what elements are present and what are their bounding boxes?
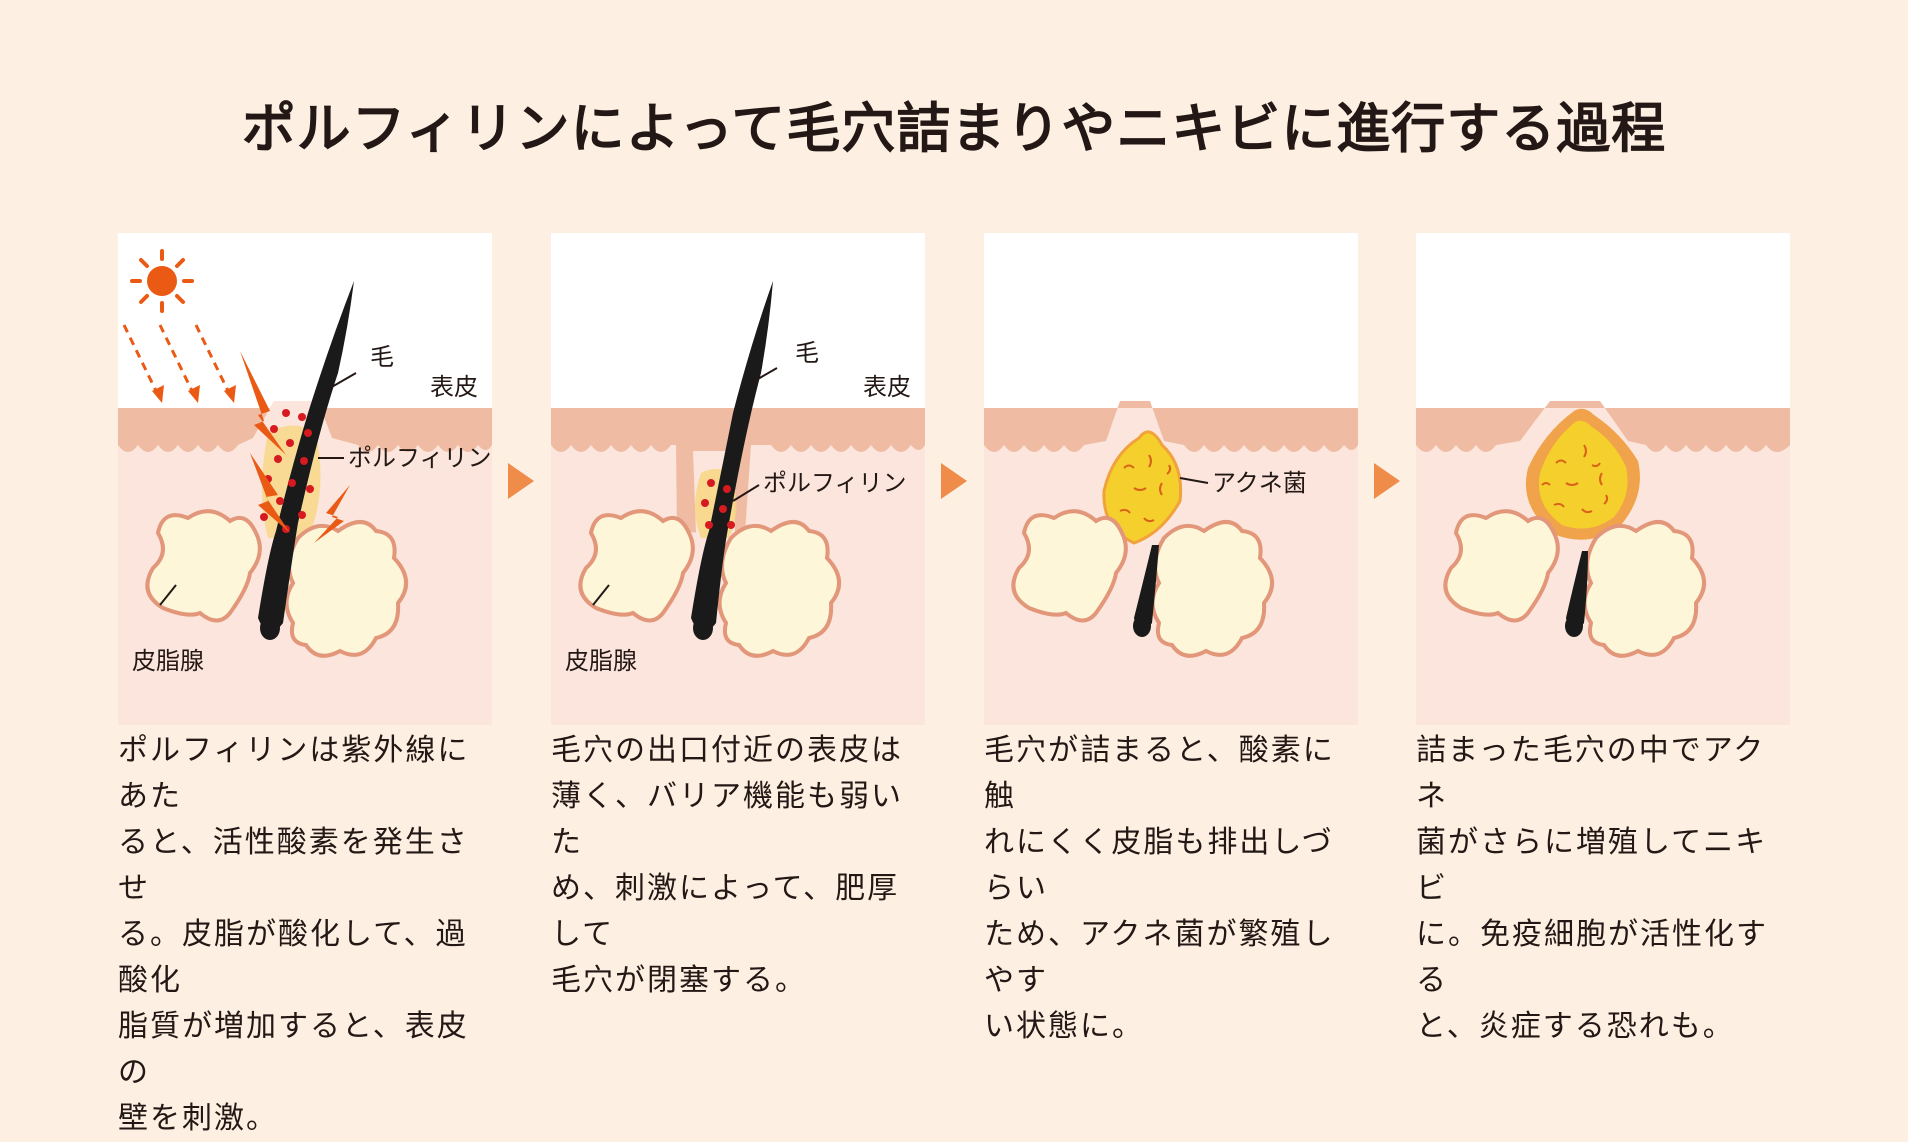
stage-3-illustration: アクネ菌 bbox=[984, 401, 1358, 725]
page-title: ポルフィリンによって毛穴詰まりやニキビに進行する過程 bbox=[241, 97, 1667, 160]
stage-2-caption: 毛穴の出口付近の表皮は 薄く、バリア機能も弱いた め、刺激によって、肥厚して 毛… bbox=[551, 733, 903, 998]
porphyrin-label: ポルフィリン bbox=[348, 444, 492, 472]
leader-lines bbox=[592, 367, 778, 606]
step-arrow-icon bbox=[941, 463, 967, 499]
sebaceous-gland-left bbox=[1443, 509, 1560, 623]
uv-arrowheads bbox=[152, 385, 236, 403]
stage-1-panel: 毛 表皮 ポルフィリン 皮脂腺 bbox=[118, 233, 492, 725]
sebaceous-gland-right bbox=[1150, 520, 1274, 658]
epidermis-layer bbox=[118, 401, 492, 452]
leader-line bbox=[1179, 477, 1209, 484]
acne-colony bbox=[1102, 430, 1183, 545]
sebaceous-gland-right bbox=[717, 520, 841, 658]
hair-label: 毛 bbox=[370, 343, 394, 371]
stage-2-panel: 毛 表皮 ポルフィリン 皮脂腺 bbox=[551, 233, 925, 725]
hair-root bbox=[260, 616, 280, 640]
sebaceous-gland-label: 皮脂腺 bbox=[132, 647, 204, 675]
sebaceous-gland-left bbox=[145, 509, 262, 623]
hair bbox=[1134, 545, 1159, 631]
hair bbox=[691, 281, 773, 632]
sebaceous-gland-left bbox=[1011, 509, 1128, 623]
leader-lines bbox=[159, 372, 357, 606]
stage-4-illustration bbox=[1416, 401, 1790, 725]
stage-4-panel bbox=[1416, 233, 1790, 725]
uv-rays bbox=[122, 324, 232, 396]
sebaceous-gland-right bbox=[1582, 520, 1706, 658]
hair-root bbox=[693, 616, 713, 640]
epidermis-label: 表皮 bbox=[863, 373, 911, 401]
epidermis-label: 表皮 bbox=[430, 373, 478, 401]
stage-3-caption: 毛穴が詰まると、酸素に触 れにくく皮脂も排出しづらい ため、アクネ菌が繁殖しやす… bbox=[984, 733, 1335, 1044]
stage-2-illustration: 毛 表皮 ポルフィリン 皮脂腺 bbox=[551, 281, 925, 725]
sun-icon bbox=[130, 249, 194, 313]
sebaceous-gland-left bbox=[578, 509, 695, 623]
hair-label: 毛 bbox=[795, 339, 819, 367]
porphyrin-label: ポルフィリン bbox=[763, 469, 907, 497]
hair bbox=[1566, 551, 1588, 631]
porphyrin-dots bbox=[701, 479, 735, 529]
sebaceous-gland-label: 皮脂腺 bbox=[565, 647, 637, 675]
stage-1-illustration: 毛 表皮 ポルフィリン 皮脂腺 bbox=[118, 249, 492, 725]
acne-bacteria-label: アクネ菌 bbox=[1212, 469, 1307, 497]
acne-bacteria bbox=[1541, 444, 1609, 514]
step-arrow-icon bbox=[508, 463, 534, 499]
hair-root bbox=[1133, 615, 1151, 637]
stage-1-caption: ポルフィリンは紫外線にあた ると、活性酸素を発生させ る。皮脂が酸化して、過酸化… bbox=[118, 733, 470, 1136]
acne-bacteria bbox=[1119, 454, 1172, 523]
stage-4-caption: 詰まった毛穴の中でアクネ 菌がさらに増殖してニキビ に。免疫細胞が活性化する と… bbox=[1416, 733, 1768, 1044]
epidermis-layer bbox=[984, 401, 1358, 452]
hair bbox=[258, 281, 354, 632]
epidermis-layer bbox=[1416, 401, 1790, 452]
hair-root bbox=[1565, 615, 1583, 637]
stimulus-lightning-icons bbox=[240, 351, 350, 543]
sebaceous-gland-right bbox=[284, 520, 408, 658]
step-arrow-icon bbox=[1374, 463, 1400, 499]
stage-3-panel: アクネ菌 bbox=[984, 233, 1358, 725]
